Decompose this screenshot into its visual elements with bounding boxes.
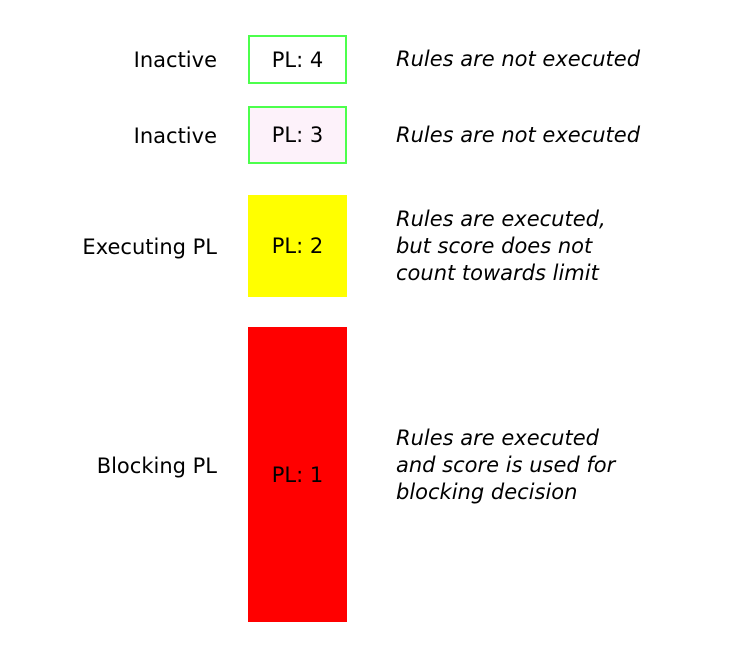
pl-box-label-pl2: PL: 2: [271, 234, 324, 258]
row-description-pl3: Rules are not executed: [396, 123, 641, 147]
row-description-pl2: Rules are executed, but score does not c…: [396, 207, 606, 285]
pl-box-pl1: PL: 1: [248, 327, 347, 622]
row-description-pl4: Rules are not executed: [396, 47, 641, 71]
row-label-pl4: Inactive: [133, 48, 217, 72]
pl-box-label-pl3: PL: 3: [271, 123, 324, 147]
pl-box-pl2: PL: 2: [248, 195, 347, 297]
pl-box-label-pl1: PL: 1: [271, 462, 324, 487]
pl-box-pl4: PL: 4: [248, 35, 347, 84]
row-label-pl1: Blocking PL: [96, 454, 217, 478]
pl-box-pl3: PL: 3: [248, 106, 347, 164]
row-label-pl3: Inactive: [133, 124, 217, 148]
row-description-pl1: Rules are executed and score is used for…: [396, 426, 616, 504]
row-label-pl2: Executing PL: [82, 235, 217, 259]
pl-box-label-pl4: PL: 4: [271, 47, 324, 72]
